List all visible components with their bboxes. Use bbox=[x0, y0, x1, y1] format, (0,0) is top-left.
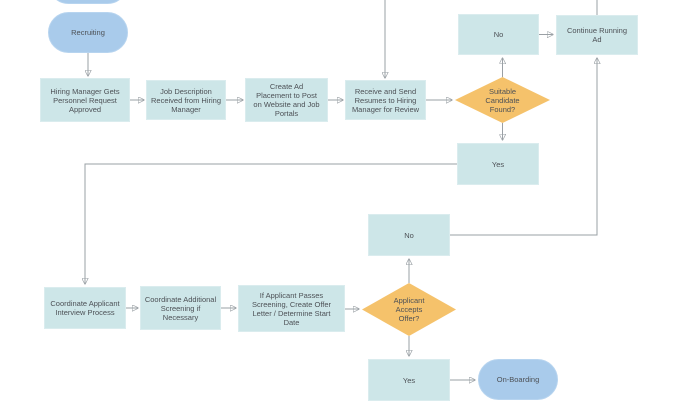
node-label: No bbox=[493, 30, 504, 39]
flow-node-yes-accepts: Yes bbox=[368, 359, 450, 401]
connector-no2-to-continue bbox=[450, 58, 597, 236]
node-label: Yes bbox=[491, 159, 505, 169]
node-label: On-Boarding bbox=[496, 375, 540, 384]
node-label: Suitable Candidate Found? bbox=[485, 86, 520, 114]
flow-node-create-ad: Create Ad Placement to Post on Website a… bbox=[245, 78, 328, 122]
node-label: Create Ad Placement to Post on Website a… bbox=[253, 82, 320, 118]
node-label: If Applicant Passes Screening, Create Of… bbox=[251, 290, 332, 327]
node-label: Coordinate Additional Screening if Neces… bbox=[144, 294, 217, 322]
flow-node-yes-suitable: Yes bbox=[457, 143, 539, 185]
node-label: Continue Running Ad bbox=[566, 26, 628, 44]
connector-yes1-to-interview bbox=[85, 163, 457, 284]
node-label: Hiring Manager Gets Personnel Request Ap… bbox=[50, 86, 120, 114]
flow-node-onboarding: On-Boarding bbox=[478, 359, 558, 400]
flow-node-job-description: Job Description Received from Hiring Man… bbox=[146, 80, 226, 120]
flow-node-recruiting: Recruiting bbox=[48, 12, 128, 53]
node-label: Receive and Send Resumes to Hiring Manag… bbox=[351, 86, 420, 114]
flow-node-offer-letter: If Applicant Passes Screening, Create Of… bbox=[238, 285, 345, 332]
flow-node-continue-running-ad: Continue Running Ad bbox=[556, 15, 638, 55]
flow-node-receive-resumes: Receive and Send Resumes to Hiring Manag… bbox=[345, 80, 426, 120]
node-label: Applicant Accepts Offer? bbox=[393, 296, 425, 323]
flow-node-interview-process: Coordinate Applicant Interview Process bbox=[44, 287, 126, 329]
flow-node-request-approved: Hiring Manager Gets Personnel Request Ap… bbox=[40, 78, 130, 122]
node-label: Yes bbox=[402, 375, 416, 385]
flow-node-no-suitable: No bbox=[458, 14, 539, 55]
flow-node-additional-screening: Coordinate Additional Screening if Neces… bbox=[140, 286, 221, 330]
node-label: Coordinate Applicant Interview Process bbox=[50, 299, 120, 317]
node-label: No bbox=[404, 230, 414, 240]
node-label: Recruiting bbox=[71, 28, 105, 37]
node-label: Job Description Received from Hiring Man… bbox=[150, 86, 222, 114]
flow-node-no-accepts: No bbox=[368, 214, 450, 256]
